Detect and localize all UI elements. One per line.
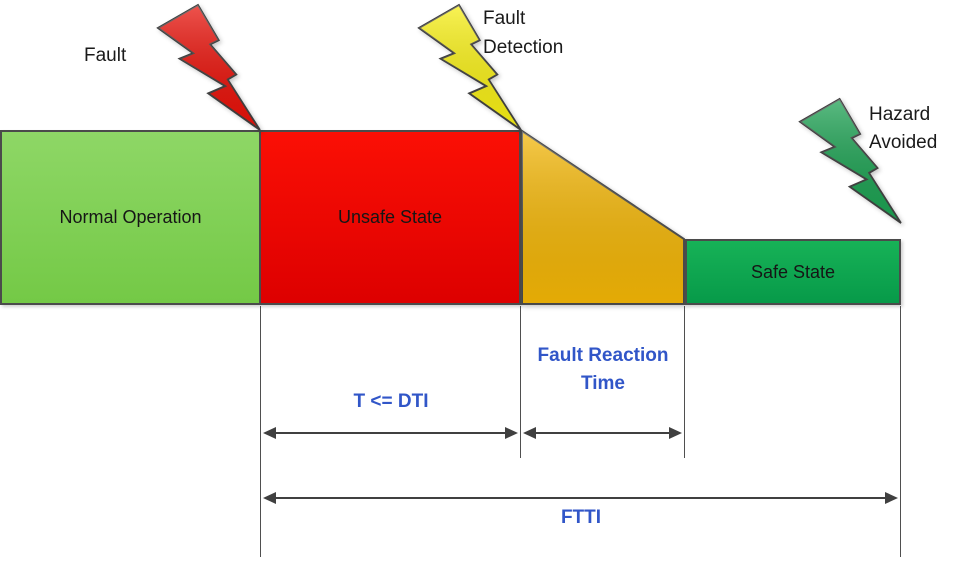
extension-line-safe-state	[900, 306, 901, 557]
ftti-interval-label: FTTI	[560, 507, 602, 528]
fault-detection-event-label: Fault Detection	[483, 8, 564, 58]
extension-line-fault	[260, 306, 261, 557]
ftti-dimension-arrow	[263, 492, 898, 504]
phase-fault-reaction-trapezoid	[521, 129, 685, 305]
fault-reaction-trapezoid-shine	[522, 131, 684, 304]
fault-bolt-shine	[158, 5, 260, 130]
phase-safe-state-label: Safe State	[750, 261, 836, 282]
fault-reaction-arrow-line	[536, 432, 669, 434]
phase-unsafe-state-label: Unsafe State	[337, 207, 443, 227]
extension-line-detection	[520, 306, 521, 458]
fault-event-label: Fault	[84, 45, 127, 66]
dti-interval-label: T <= DTI	[353, 391, 429, 412]
extension-line-reaction-end	[684, 306, 685, 458]
phase-safe-state: Safe State	[685, 239, 901, 305]
phase-unsafe-state: Unsafe State	[261, 130, 521, 305]
arrowhead-right-icon	[505, 427, 518, 439]
arrowhead-right-icon	[885, 492, 898, 504]
hazard-avoided-bolt-shine	[800, 99, 901, 223]
phase-normal-operation-label: Normal Operation	[59, 207, 202, 227]
fault-lightning-bolt-icon	[156, 3, 261, 131]
arrowhead-left-icon	[523, 427, 536, 439]
arrowhead-right-icon	[669, 427, 682, 439]
dti-dimension-arrow	[263, 427, 518, 439]
fault-detection-bolt-shine	[419, 5, 521, 130]
hazard-avoided-event-label: Hazard Avoided	[869, 104, 938, 153]
ftti-arrow-line	[276, 497, 885, 499]
arrowhead-left-icon	[263, 427, 276, 439]
phase-normal-operation: Normal Operation	[0, 130, 261, 305]
dti-arrow-line	[276, 432, 505, 434]
fault-reaction-time-dimension-arrow	[523, 427, 682, 439]
hazard-avoided-lightning-bolt-icon	[798, 97, 902, 224]
fault-reaction-time-interval-label: Fault Reaction Time	[537, 345, 669, 394]
fault-detection-lightning-bolt-icon	[417, 3, 522, 131]
arrowhead-left-icon	[263, 492, 276, 504]
